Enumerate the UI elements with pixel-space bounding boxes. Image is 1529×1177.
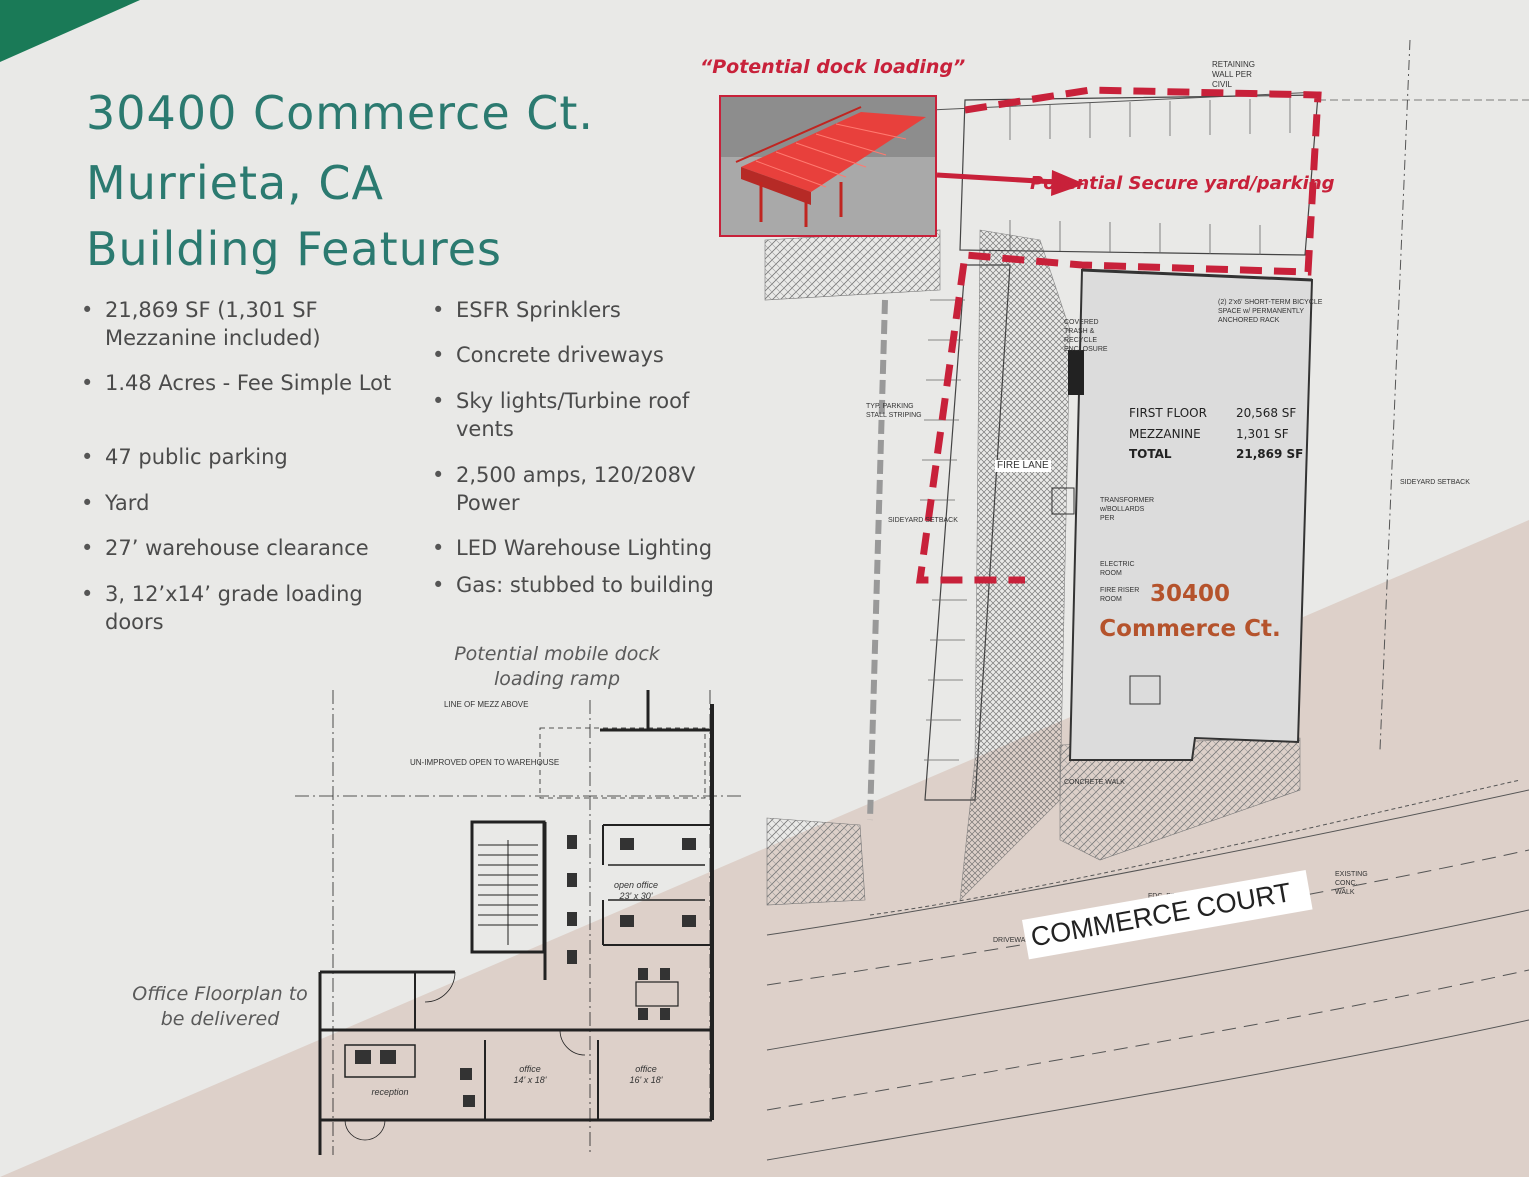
feature-text: Concrete driveways xyxy=(456,343,664,367)
room-name: office xyxy=(635,1064,657,1074)
title-address: 30400 Commerce Ct. xyxy=(86,86,595,140)
feature-text: 1.48 Acres - Fee Simple Lot xyxy=(105,371,392,395)
feature-text: ESFR Sprinklers xyxy=(456,298,621,322)
room-name: open office xyxy=(613,880,659,890)
feature-item: • Sky lights/Turbine roof vents xyxy=(432,387,736,443)
room-dim: 16' x 18' xyxy=(629,1075,663,1085)
feature-text: 2,500 amps, 120/208V Power xyxy=(456,463,696,515)
unimproved-note: UN-IMPROVED OPEN TO WAREHOUSE xyxy=(410,758,560,767)
feature-text: 47 public parking xyxy=(105,445,288,469)
feature-item: • 2,500 amps, 120/208V Power xyxy=(432,461,736,517)
trash-enclosure-note: COVERED TRASH & RECYCLE ENCLOSURE xyxy=(1064,319,1108,353)
feature-item: • 21,869 SF (1,301 SF Mezzanine included) xyxy=(81,296,405,352)
bullet-glyph: • xyxy=(432,573,445,597)
area-value-mezzanine: 1,301 SF xyxy=(1236,427,1289,441)
parking-west xyxy=(924,264,1011,801)
area-label-first-floor: FIRST FLOOR xyxy=(1129,406,1207,420)
bicycle-note: (2) 2'x6' SHORT-TERM BICYCLE SPACE w/ PE… xyxy=(1218,299,1323,324)
office-floorplan-caption: Office Floorplan to be delivered xyxy=(132,983,308,1030)
feature-item: • LED Warehouse Lighting xyxy=(432,534,756,562)
dock-loading-photo xyxy=(719,95,937,237)
feature-text: 27’ warehouse clearance xyxy=(105,536,369,560)
feature-text: 21,869 SF (1,301 SF Mezzanine included) xyxy=(105,298,321,350)
fire-riser-note: FIRE RISER ROOM xyxy=(1100,587,1140,603)
line-of-mezz-note: LINE OF MEZZ ABOVE xyxy=(444,700,529,709)
parking-north xyxy=(959,94,1319,256)
feature-text: 3, 12’x14’ grade loading doors xyxy=(105,582,363,634)
room-dim: 14' x 18' xyxy=(513,1075,547,1085)
loading-door xyxy=(1068,350,1084,395)
dock-ramp-illustration xyxy=(721,97,935,235)
fire-lane-label: FIRE LANE xyxy=(995,460,1051,472)
bullet-glyph: • xyxy=(81,491,94,515)
feature-text: LED Warehouse Lighting xyxy=(456,536,713,560)
bullet-glyph: • xyxy=(81,445,94,469)
bullet-glyph: • xyxy=(432,389,445,413)
transformer-note: TRANSFORMER w/BOLLARDS PER xyxy=(1100,497,1155,522)
building-label: 30400 Commerce Ct. xyxy=(1099,581,1281,642)
sideyard-note: SIDEYARD SETBACK xyxy=(888,517,958,524)
area-value-first-floor: 20,568 SF xyxy=(1236,406,1297,420)
feature-text: Yard xyxy=(105,491,150,515)
arrow-head xyxy=(1051,170,1085,196)
transformer-pad xyxy=(1051,487,1075,515)
driveway-note: DRIVEWAY xyxy=(993,937,1030,944)
feature-item: • 3, 12’x14’ grade loading doors xyxy=(81,580,390,636)
reception-label: reception xyxy=(371,1087,409,1097)
arrow-shaft xyxy=(936,172,1056,185)
bullet-glyph: • xyxy=(81,371,94,395)
bullet-glyph: • xyxy=(432,343,445,367)
feature-item: • 1.48 Acres - Fee Simple Lot xyxy=(81,369,405,397)
property-line-east xyxy=(1379,39,1411,751)
feature-item: • 47 public parking xyxy=(81,443,405,471)
mobile-dock-caption: Potential mobile dock loading ramp xyxy=(454,643,660,690)
room-name: office xyxy=(519,1064,541,1074)
landscape-area-sw xyxy=(766,817,866,906)
corner-accent xyxy=(0,0,140,62)
feature-item: • Concrete driveways xyxy=(432,341,746,369)
bullet-glyph: • xyxy=(81,298,94,322)
retaining-wall-note: RETAINING WALL PER CIVIL xyxy=(1212,60,1255,89)
feature-item: • ESFR Sprinklers xyxy=(432,296,746,324)
feature-item: • 27’ warehouse clearance xyxy=(81,534,405,562)
bullet-glyph: • xyxy=(432,463,445,487)
bullet-glyph: • xyxy=(432,298,445,322)
feature-text: Gas: stubbed to building xyxy=(456,573,714,597)
concrete-walk-note: CONCRETE WALK xyxy=(1064,779,1125,786)
existing-walk-note: EXISTING CONC. WALK xyxy=(1335,871,1368,896)
title-city: Murrieta, CA xyxy=(86,156,384,210)
area-label-mezzanine: MEZZANINE xyxy=(1129,427,1201,441)
electric-room-note: ELECTRIC ROOM xyxy=(1100,561,1135,577)
parking-striping-note: TYP. PARKING STALL STRIPING xyxy=(866,403,922,419)
room-dim: 23' x 30' xyxy=(619,891,653,901)
sideyard-note-east: SIDEYARD SETBACK xyxy=(1400,479,1470,486)
landscape-strip-west xyxy=(867,299,888,821)
stair xyxy=(1129,675,1161,705)
bullet-glyph: • xyxy=(81,582,94,606)
feature-text: Sky lights/Turbine roof vents xyxy=(456,389,690,441)
bullet-glyph: • xyxy=(81,536,94,560)
title-features: Building Features xyxy=(86,222,503,276)
area-label-total: TOTAL xyxy=(1129,447,1172,461)
area-value-total: 21,869 SF xyxy=(1236,447,1304,461)
feature-item: • Gas: stubbed to building xyxy=(432,571,756,599)
feature-item: • Yard xyxy=(81,489,405,517)
dock-loading-caption: “Potential dock loading” xyxy=(700,56,966,78)
bullet-glyph: • xyxy=(432,536,445,560)
